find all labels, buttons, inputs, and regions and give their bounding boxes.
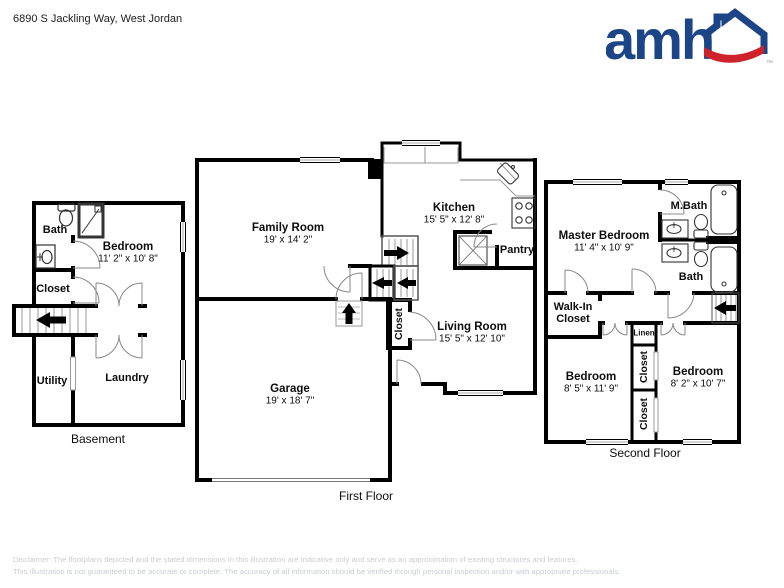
bath-tub-icon xyxy=(710,246,738,293)
pantry-storage-icon xyxy=(458,235,488,266)
tub-divider xyxy=(706,236,739,244)
basement-fixtures xyxy=(35,202,105,391)
first-floor-stairs-icon xyxy=(368,235,419,302)
basement-stairs-icon xyxy=(21,308,87,333)
first-floor-doors xyxy=(323,223,498,385)
utility-door xyxy=(70,356,76,391)
floor-label-basement: Basement xyxy=(70,432,126,446)
room-dims-kitchen: 15' 5" x 12' 8" xyxy=(423,214,485,226)
room-dims-bedroom-right: 8' 2" x 10' 7" xyxy=(670,378,726,390)
entry-steps-icon xyxy=(335,300,363,327)
room-label-kitchen: Kitchen xyxy=(432,202,476,214)
shower-icon xyxy=(77,202,105,239)
room-label-pantry: Pantry xyxy=(499,244,535,256)
room-label-closet-upper: Closet xyxy=(638,350,650,384)
room-label-mbath: M.Bath xyxy=(670,200,708,212)
closet-doors xyxy=(653,351,659,433)
room-label-bedroom-left: Bedroom xyxy=(565,371,617,383)
logo-brand-text: amh xyxy=(606,8,713,68)
mbath-toilet-icon xyxy=(693,213,709,239)
room-label-basement-bedroom: Bedroom xyxy=(102,241,154,253)
disclaimer-line2: This illustration is not guaranteed to b… xyxy=(13,567,621,576)
mbath-tub-icon xyxy=(710,184,738,235)
stove-icon xyxy=(511,197,536,229)
logo-house-icon xyxy=(704,8,768,54)
first-floor-windows xyxy=(300,140,503,396)
room-label-closet-lower: Closet xyxy=(638,397,650,431)
room-label-basement-closet: Closet xyxy=(36,283,70,295)
bath-sink-icon xyxy=(661,243,689,263)
address-text: 6890 S Jackling Way, West Jordan xyxy=(13,13,183,25)
basement-doors xyxy=(72,240,143,359)
room-label-bedroom-right: Bedroom xyxy=(672,366,724,378)
bath-toilet-icon xyxy=(693,241,709,268)
room-label-second-bath: Bath xyxy=(678,271,704,283)
second-floor-windows xyxy=(573,179,712,445)
disclaimer-line1: Disclaimer: The floorplans depicted and … xyxy=(13,555,578,564)
logo-tm: ™ xyxy=(766,60,773,67)
fireplace xyxy=(368,159,382,179)
room-dims-basement-bedroom: 11' 2" x 10' 8" xyxy=(98,253,158,265)
room-dims-family-room: 19' x 14' 2" xyxy=(263,234,313,246)
room-label-walkin-line1: Walk-In xyxy=(553,301,593,313)
room-dims-bedroom-left: 8' 5" x 11' 9" xyxy=(563,383,619,395)
room-dims-living-room: 15' 5" x 12' 10" xyxy=(439,333,505,345)
room-dims-master-bedroom: 11' 4" x 10' 9" xyxy=(574,242,634,254)
room-label-first-closet: Closet xyxy=(393,307,405,341)
sink-icon xyxy=(35,244,56,269)
kitchen-fixtures xyxy=(383,147,536,266)
room-label-living-room: Living Room xyxy=(437,321,507,333)
room-label-basement-bath: Bath xyxy=(42,224,68,236)
room-label-linen: Linen xyxy=(633,328,655,338)
room-label-master-bedroom: Master Bedroom xyxy=(558,230,650,242)
mbath-sink-icon xyxy=(661,219,689,239)
garage-door xyxy=(212,476,370,484)
toilet-icon xyxy=(57,203,76,227)
room-dims-garage: 19' x 18' 7" xyxy=(265,395,315,407)
room-label-walkin-line2: Closet xyxy=(556,313,590,325)
floor-label-second: Second Floor xyxy=(609,446,681,460)
bath-fixtures xyxy=(661,184,738,293)
room-label-garage: Garage xyxy=(270,383,310,395)
second-floor-doors xyxy=(564,189,695,336)
logo-swoosh xyxy=(704,45,764,63)
amh-logo: amh ™ xyxy=(606,8,773,68)
room-label-utility: Utility xyxy=(36,375,68,387)
kitchen-sink-icon xyxy=(497,162,519,185)
second-floor-stairs-icon xyxy=(711,292,740,324)
first-floor-walls xyxy=(195,141,537,482)
basement-windows xyxy=(180,222,186,400)
floor-label-first: First Floor xyxy=(339,489,393,503)
room-label-laundry: Laundry xyxy=(105,372,149,384)
room-label-family-room: Family Room xyxy=(251,222,325,234)
